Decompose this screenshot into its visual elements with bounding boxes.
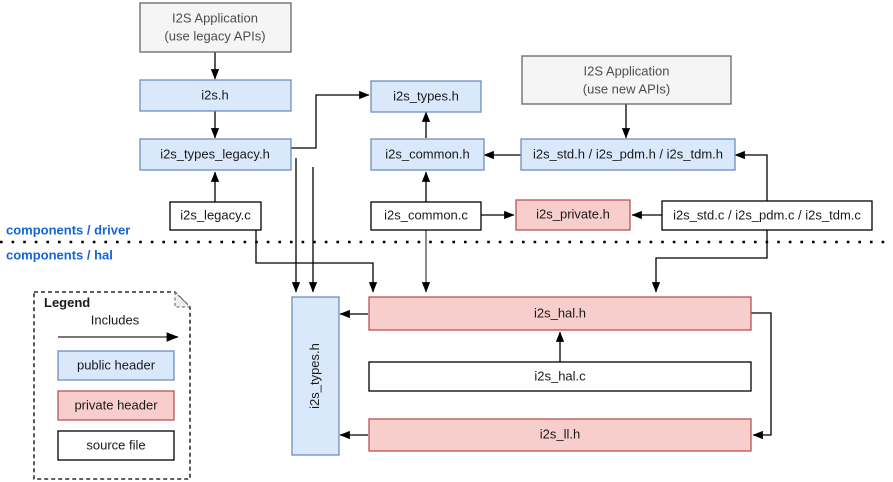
- node-i2s-h-label: i2s.h: [201, 87, 228, 102]
- legend-item-public-header-label: public header: [77, 357, 156, 372]
- node-app-legacy-line2: (use legacy APIs): [164, 28, 265, 43]
- node-i2s-h[interactable]: i2s.h: [139, 79, 292, 112]
- node-app-legacy-line1: I2S Application: [172, 10, 258, 25]
- node-i2s-common-c-label: i2s_common.c: [384, 207, 468, 222]
- node-i2s-common-h-label: i2s_common.h: [385, 146, 470, 161]
- node-i2s-types-h-hal[interactable]: i2s_types.h: [291, 296, 340, 456]
- legend-item-source-file-label: source file: [86, 437, 145, 452]
- legend-panel: Legend Includes public header private he…: [33, 290, 192, 480]
- node-i2s-hal-c-label: i2s_hal.c: [534, 368, 586, 383]
- legend-includes-label: Includes: [91, 312, 140, 327]
- divider-label-below: components / hal: [6, 247, 113, 262]
- node-i2s-types-h-top[interactable]: i2s_types.h: [370, 80, 482, 113]
- node-i2s-private-h-label: i2s_private.h: [536, 206, 610, 221]
- node-i2s-types-legacy-h[interactable]: i2s_types_legacy.h: [139, 138, 292, 171]
- node-i2s-std-c[interactable]: i2s_std.c / i2s_pdm.c / i2s_tdm.c: [661, 200, 873, 231]
- node-app-new[interactable]: I2S Application (use new APIs): [521, 55, 732, 105]
- node-i2s-legacy-c-label: i2s_legacy.c: [180, 207, 251, 222]
- node-i2s-std-c-label: i2s_std.c / i2s_pdm.c / i2s_tdm.c: [673, 207, 861, 222]
- edge-std-c-to-hal-h: [651, 230, 768, 293]
- node-i2s-hal-h[interactable]: i2s_hal.h: [368, 296, 752, 331]
- legend-item-private-header: private header: [57, 390, 175, 421]
- node-i2s-common-h[interactable]: i2s_common.h: [370, 138, 485, 171]
- node-i2s-std-h[interactable]: i2s_std.h / i2s_pdm.h / i2s_tdm.h: [520, 138, 736, 171]
- node-i2s-types-h-top-label: i2s_types.h: [393, 88, 459, 103]
- node-app-new-line2: (use new APIs): [583, 81, 670, 96]
- legend-fold-corner-icon: [174, 290, 192, 308]
- node-i2s-ll-h-label: i2s_ll.h: [540, 426, 580, 441]
- node-app-new-line1: I2S Application: [583, 63, 669, 78]
- edge-types-legacy-to-types-h: [291, 90, 370, 149]
- edge-layer: [210, 52, 772, 440]
- divider-label-above: components / driver: [6, 222, 130, 237]
- node-i2s-private-h[interactable]: i2s_private.h: [515, 199, 631, 231]
- node-i2s-types-legacy-h-label: i2s_types_legacy.h: [160, 146, 270, 161]
- edge-hal-h-to-ll-h: [751, 312, 772, 440]
- node-i2s-legacy-c[interactable]: i2s_legacy.c: [169, 201, 262, 231]
- legend-item-public-header: public header: [57, 350, 175, 381]
- node-i2s-ll-h[interactable]: i2s_ll.h: [368, 418, 752, 452]
- node-i2s-types-h-hal-label: i2s_types.h: [307, 343, 322, 409]
- legend-item-private-header-label: private header: [74, 397, 158, 412]
- node-i2s-std-h-label: i2s_std.h / i2s_pdm.h / i2s_tdm.h: [533, 146, 723, 161]
- node-i2s-hal-h-label: i2s_hal.h: [534, 305, 586, 320]
- edge-std-c-to-std-h: [734, 150, 768, 201]
- node-app-legacy[interactable]: I2S Application (use legacy APIs): [139, 2, 292, 53]
- legend-title: Legend: [44, 295, 90, 310]
- legend-item-source-file: source file: [57, 430, 175, 461]
- node-i2s-common-c[interactable]: i2s_common.c: [370, 201, 482, 231]
- node-i2s-hal-c[interactable]: i2s_hal.c: [368, 361, 752, 392]
- edge-legacy-c-to-hal-h: [255, 202, 378, 293]
